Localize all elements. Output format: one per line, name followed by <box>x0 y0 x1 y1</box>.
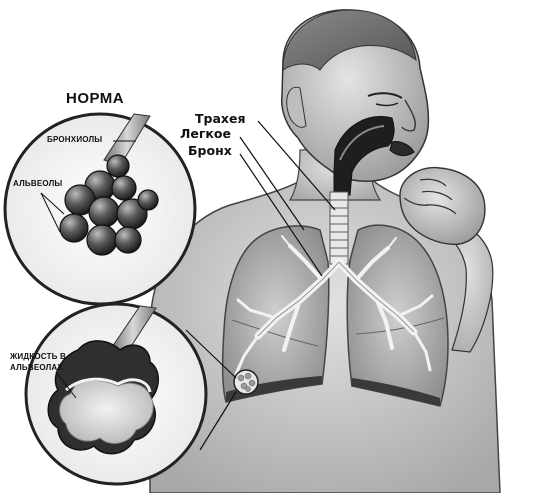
trachea <box>330 192 348 264</box>
label-fluid-line2: АЛЬВЕОЛАХ <box>10 364 63 372</box>
label-alveoli: АЛЬВЕОЛЫ <box>13 180 62 188</box>
label-trachea: Трахея <box>195 113 245 126</box>
inset-fluid <box>26 304 206 484</box>
label-lung: Легкое <box>180 128 231 141</box>
inset-normal-title: НОРМА <box>66 91 124 106</box>
label-bronchioles: БРОНХИОЛЫ <box>47 136 102 144</box>
label-bronchus: Бронх <box>188 145 232 158</box>
label-fluid-line1: ЖИДКОСТЬ В <box>10 353 66 361</box>
